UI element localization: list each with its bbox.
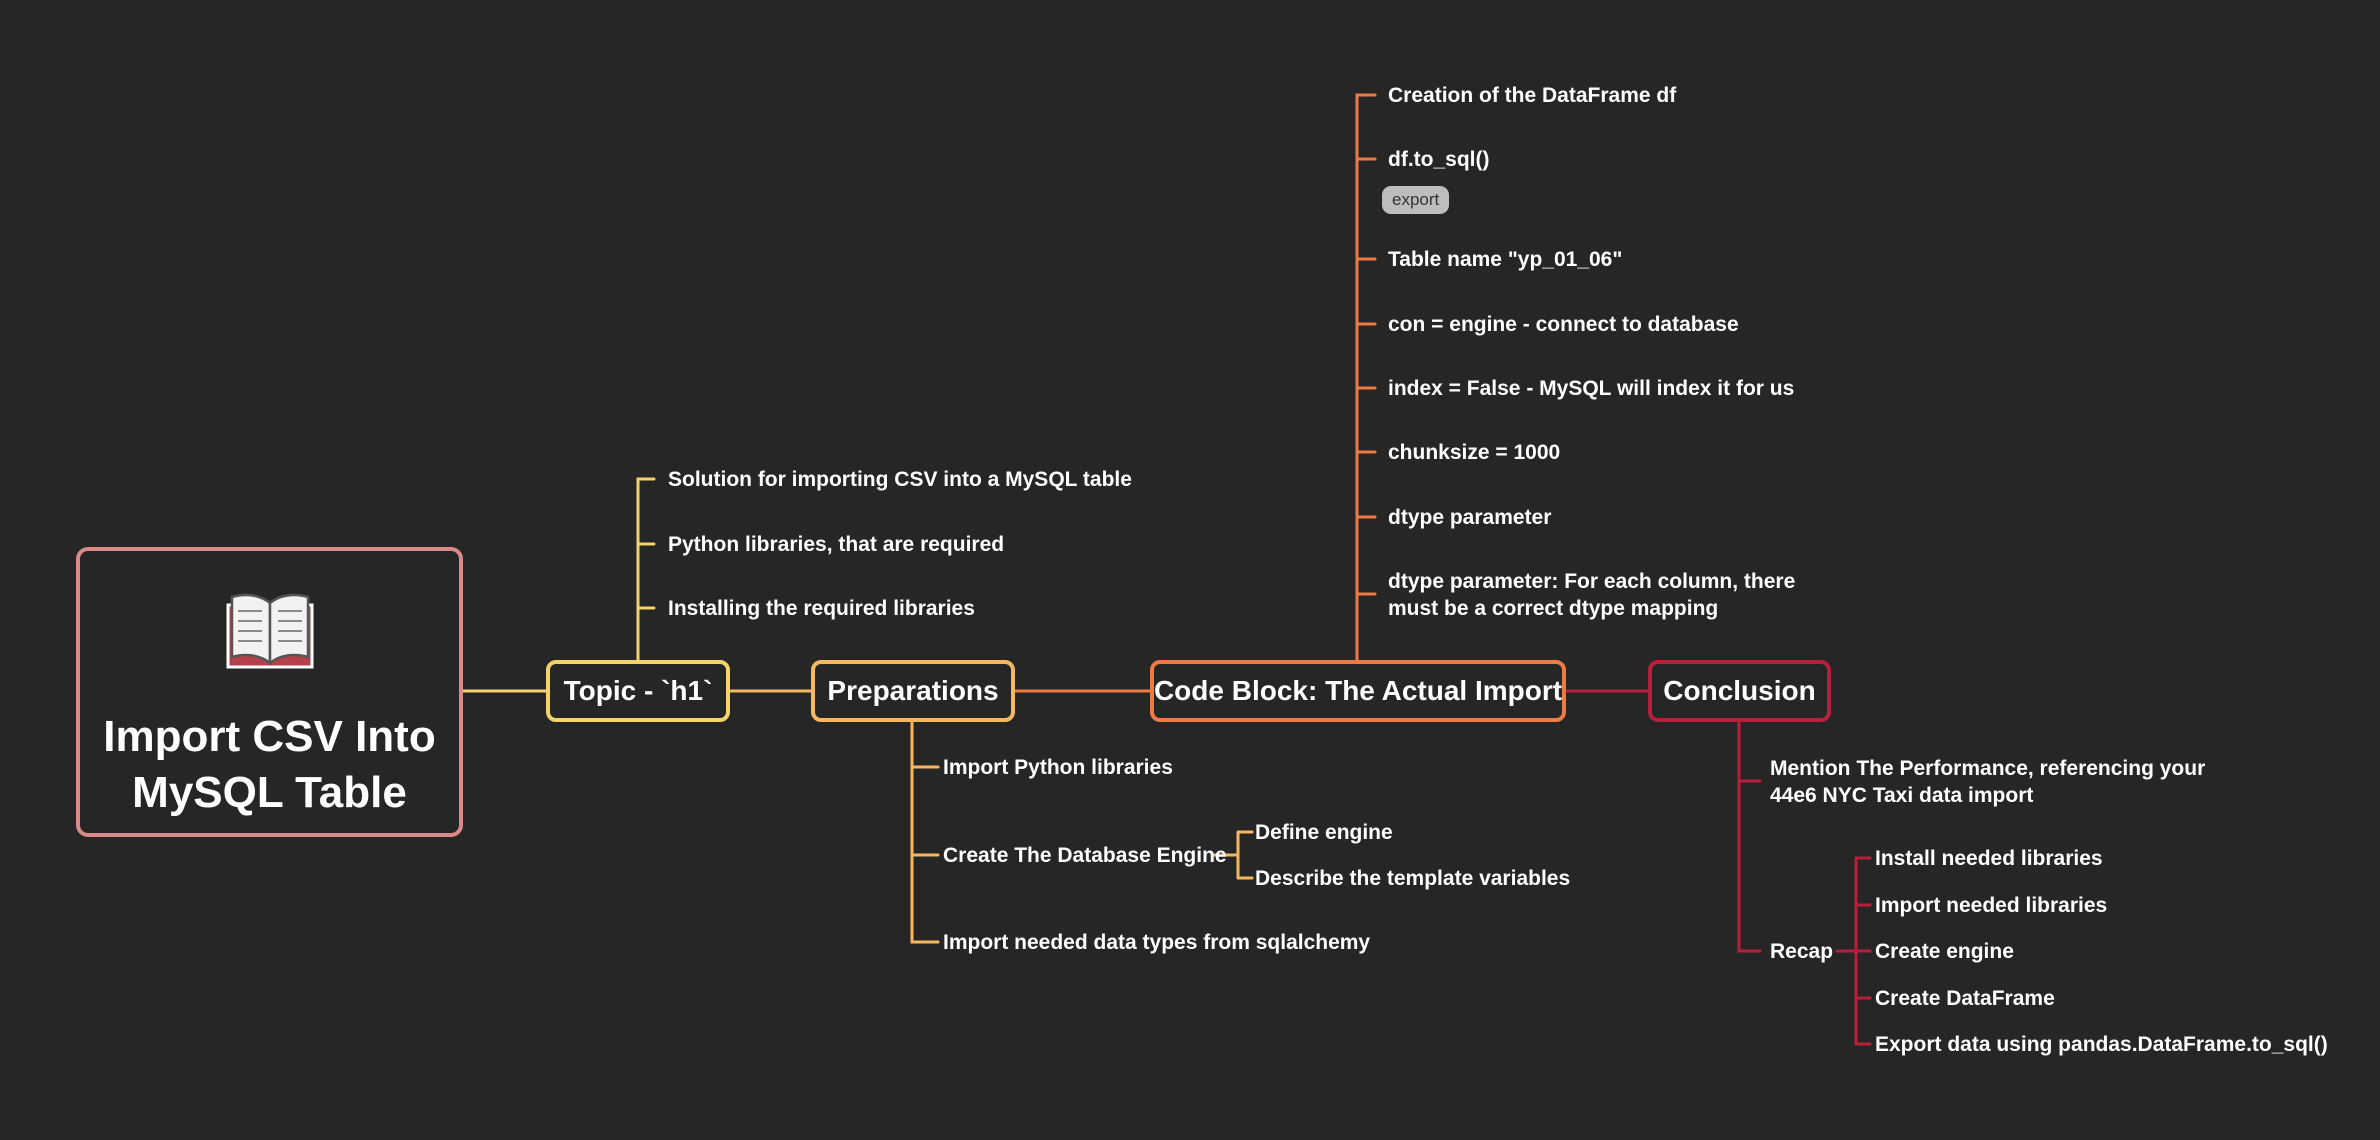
leaf-topic-solution[interactable]: Solution for importing CSV into a MySQL … — [668, 468, 1132, 491]
leaf-conc-performance[interactable]: Mention The Performance, referencing you… — [1770, 757, 2206, 807]
leaf-prep-create-engine[interactable]: Create The Database Engine — [943, 844, 1227, 867]
leaf-recap-engine[interactable]: Create engine — [1875, 940, 2014, 963]
root-title: Import CSV Into MySQL Table — [103, 712, 436, 817]
leaf-code-index[interactable]: index = False - MySQL will index it for … — [1388, 377, 1795, 400]
node-code-block[interactable]: Code Block: The Actual Import — [1150, 660, 1566, 722]
node-conclusion[interactable]: Conclusion — [1648, 660, 1831, 722]
link-code-children — [1355, 93, 1377, 662]
leaf-code-con[interactable]: con = engine - connect to database — [1388, 313, 1739, 336]
leaf-engine-template-vars[interactable]: Describe the template variables — [1255, 867, 1571, 890]
link-recap-children — [1835, 856, 1872, 1046]
root-node[interactable]: Import CSV Into MySQL Table — [76, 547, 463, 837]
leaf-recap-install[interactable]: Install needed libraries — [1875, 847, 2103, 870]
leaf-code-table-name[interactable]: Table name "yp_01_06" — [1388, 248, 1623, 271]
node-topic[interactable]: Topic - `h1` — [546, 660, 730, 722]
leaf-code-dataframe[interactable]: Creation of the DataFrame df — [1388, 84, 1677, 107]
leaf-prep-import-libraries[interactable]: Import Python libraries — [943, 756, 1173, 779]
node-preparations[interactable]: Preparations — [811, 660, 1015, 722]
leaf-conc-recap[interactable]: Recap — [1770, 940, 1834, 963]
leaf-topic-libraries[interactable]: Python libraries, that are required — [668, 533, 1005, 556]
link-engine-children — [1212, 830, 1254, 880]
leaf-recap-dataframe[interactable]: Create DataFrame — [1875, 987, 2055, 1010]
link-conc-children — [1737, 720, 1762, 953]
link-topic-children — [636, 477, 656, 662]
leaf-engine-define[interactable]: Define engine — [1255, 821, 1393, 844]
leaf-code-chunksize[interactable]: chunksize = 1000 — [1388, 441, 1561, 464]
link-prep-children — [910, 720, 940, 944]
leaf-recap-export[interactable]: Export data using pandas.DataFrame.to_sq… — [1875, 1033, 2328, 1056]
tag-export: export — [1382, 186, 1450, 214]
open-book-icon — [226, 593, 313, 669]
leaf-code-dtype[interactable]: dtype parameter — [1388, 506, 1552, 529]
leaf-recap-import[interactable]: Import needed libraries — [1875, 894, 2108, 917]
leaf-code-dtype-mapping[interactable]: dtype parameter: For each column, there … — [1388, 570, 1796, 620]
leaf-code-to-sql[interactable]: df.to_sql() — [1388, 148, 1490, 171]
leaf-topic-installing[interactable]: Installing the required libraries — [668, 597, 975, 620]
leaf-prep-import-types[interactable]: Import needed data types from sqlalchemy — [943, 931, 1371, 954]
